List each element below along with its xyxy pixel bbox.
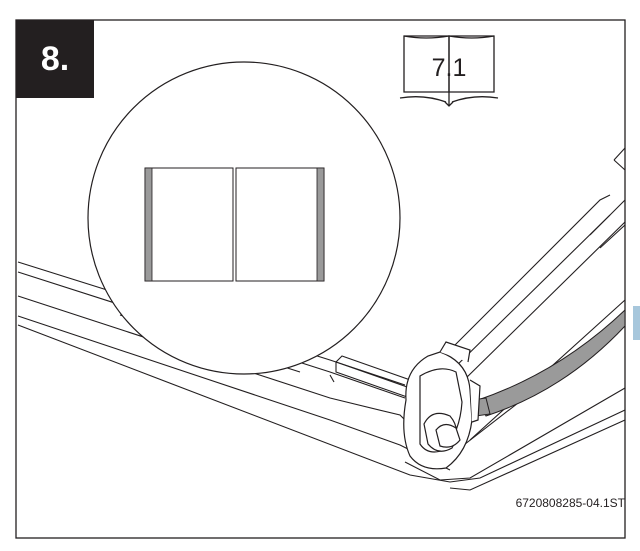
reference-section-label: 7.1 [431,53,467,82]
step-number-badge: 8. [16,20,94,98]
page-border [15,19,626,539]
book-icon [399,35,499,107]
detail-strip-left [144,167,153,282]
detail-panel-right [235,167,325,282]
seal-strip [471,308,626,417]
hinge-clip [403,341,481,470]
detail-magnifier [87,61,401,375]
detail-strip-right [316,167,325,282]
figure-code: 6720808285-04.1ST [515,496,625,510]
side-tab [633,306,640,340]
detail-panel-left [144,167,234,282]
